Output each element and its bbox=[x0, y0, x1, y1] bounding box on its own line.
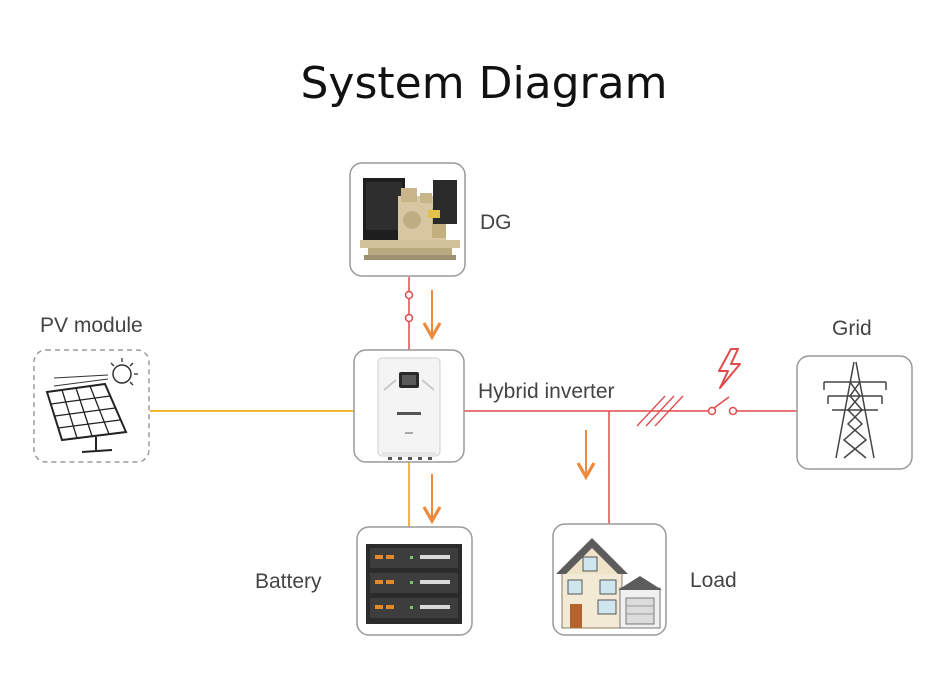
dg-node: DG bbox=[349, 162, 512, 277]
solar-panel-icon bbox=[45, 358, 138, 453]
load-node: Load bbox=[552, 523, 737, 636]
battery-node: Battery bbox=[255, 526, 473, 636]
generator-icon bbox=[360, 178, 460, 260]
dg-breaker-contact-top bbox=[404, 290, 414, 300]
lightning-icon bbox=[718, 348, 741, 389]
transmission-tower-icon bbox=[823, 361, 887, 459]
battery-rack-icon bbox=[366, 544, 462, 624]
dg-label: DG bbox=[480, 211, 512, 234]
flow-arrows bbox=[422, 290, 596, 525]
pv-label: PV module bbox=[40, 314, 143, 337]
connection-lines bbox=[150, 277, 797, 527]
pv-node: PV module bbox=[33, 314, 150, 463]
dg-breaker-contact-bottom bbox=[404, 313, 414, 323]
grid-label: Grid bbox=[832, 317, 872, 340]
inverter-node: Hybrid inverter bbox=[353, 349, 615, 463]
house-icon bbox=[556, 538, 662, 629]
inverter-icon bbox=[377, 357, 441, 460]
load-label: Load bbox=[690, 569, 737, 592]
page-title: System Diagram bbox=[301, 58, 668, 109]
switch-icon bbox=[707, 396, 738, 416]
inverter-label: Hybrid inverter bbox=[478, 380, 615, 403]
battery-label: Battery bbox=[255, 570, 322, 593]
three-phase-marks bbox=[636, 395, 684, 427]
grid-node: Grid bbox=[796, 317, 913, 470]
